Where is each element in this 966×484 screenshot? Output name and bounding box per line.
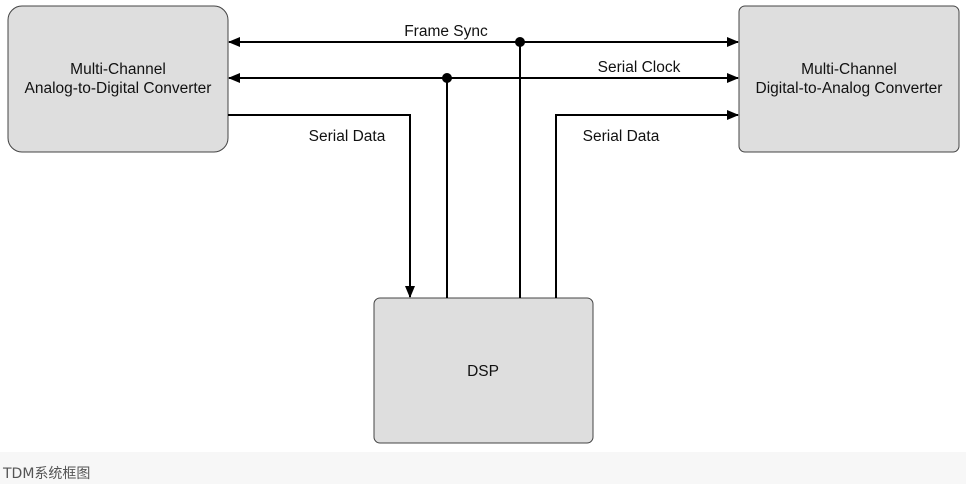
dsp-box bbox=[373, 297, 594, 444]
adc-box bbox=[7, 5, 229, 153]
serial-data-dac-label: Serial Data bbox=[583, 128, 660, 145]
dsp-label: DSP bbox=[467, 363, 499, 380]
dsp-block: DSP bbox=[373, 297, 594, 444]
frame-sync-label: Frame Sync bbox=[404, 23, 488, 40]
tdm-block-diagram: Multi-Channel Analog-to-Digital Converte… bbox=[7, 5, 960, 444]
dac-label-line2: Digital-to-Analog Converter bbox=[756, 80, 943, 97]
adc-label-line1: Multi-Channel bbox=[70, 61, 166, 78]
serial-clock-junction bbox=[442, 73, 452, 83]
adc-block: Multi-Channel Analog-to-Digital Converte… bbox=[7, 5, 229, 153]
serial-data-dsp-to-dac-line bbox=[555, 110, 739, 298]
figure-caption: TDM系统框图 bbox=[3, 466, 91, 482]
serial-data-adc-to-dsp-line bbox=[228, 114, 415, 298]
dac-label-line1: Multi-Channel bbox=[801, 61, 897, 78]
frame-sync-junction bbox=[515, 37, 525, 47]
dac-box bbox=[738, 5, 960, 153]
dac-block: Multi-Channel Digital-to-Analog Converte… bbox=[738, 5, 960, 153]
serial-clock-label: Serial Clock bbox=[598, 59, 681, 76]
serial-data-adc-label: Serial Data bbox=[309, 128, 386, 145]
adc-label-line2: Analog-to-Digital Converter bbox=[25, 80, 212, 97]
caption-bar bbox=[0, 452, 966, 484]
